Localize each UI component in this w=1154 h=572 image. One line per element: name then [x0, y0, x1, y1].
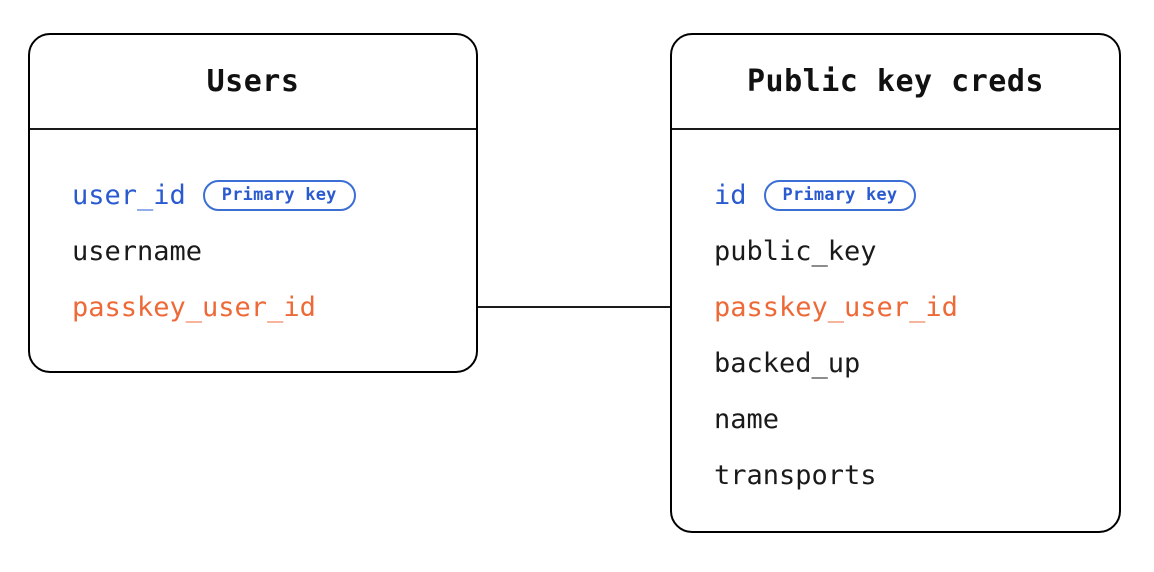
field-row-passkey-user-id[interactable]: passkey_user_id	[672, 279, 1119, 335]
field-name-user-id: user_id	[72, 179, 186, 211]
relationship-connector-passkey-user-id	[478, 306, 670, 308]
entity-users-header-divider	[30, 128, 476, 130]
field-name-name: name	[714, 403, 780, 435]
field-name-username: username	[72, 235, 203, 267]
field-name-transports: transports	[714, 459, 877, 491]
field-row-username[interactable]: username	[30, 223, 476, 279]
field-row-id[interactable]: id Primary key	[672, 167, 1119, 223]
entity-users[interactable]: Users user_id Primary key username passk…	[28, 33, 478, 373]
entity-public-key-creds-title: Public key creds	[747, 64, 1044, 99]
primary-key-badge-label: Primary key	[782, 184, 898, 205]
field-name-public-key: public_key	[714, 235, 877, 267]
field-name-passkey-user-id: passkey_user_id	[72, 291, 316, 323]
field-row-passkey-user-id[interactable]: passkey_user_id	[30, 279, 476, 335]
entity-users-header: Users	[30, 35, 476, 128]
field-row-name[interactable]: name	[672, 391, 1119, 447]
primary-key-badge-user-id: Primary key	[202, 179, 356, 211]
field-row-user-id[interactable]: user_id Primary key	[30, 167, 476, 223]
entity-public-key-creds[interactable]: Public key creds id Primary key public_k…	[670, 33, 1121, 533]
primary-key-badge-id: Primary key	[763, 179, 917, 211]
field-row-backed-up[interactable]: backed_up	[672, 335, 1119, 391]
field-name-backed-up: backed_up	[714, 347, 861, 379]
field-name-passkey-user-id: passkey_user_id	[714, 291, 958, 323]
field-name-id: id	[714, 179, 747, 211]
entity-public-key-creds-header-divider	[672, 128, 1119, 130]
field-row-transports[interactable]: transports	[672, 447, 1119, 503]
entity-users-title: Users	[206, 64, 300, 99]
entity-public-key-creds-header: Public key creds	[672, 35, 1119, 128]
primary-key-badge-label: Primary key	[221, 184, 337, 205]
entity-users-field-list: user_id Primary key username passkey_use…	[30, 128, 476, 335]
field-row-public-key[interactable]: public_key	[672, 223, 1119, 279]
entity-public-key-creds-field-list: id Primary key public_key passkey_user_i…	[672, 128, 1119, 503]
